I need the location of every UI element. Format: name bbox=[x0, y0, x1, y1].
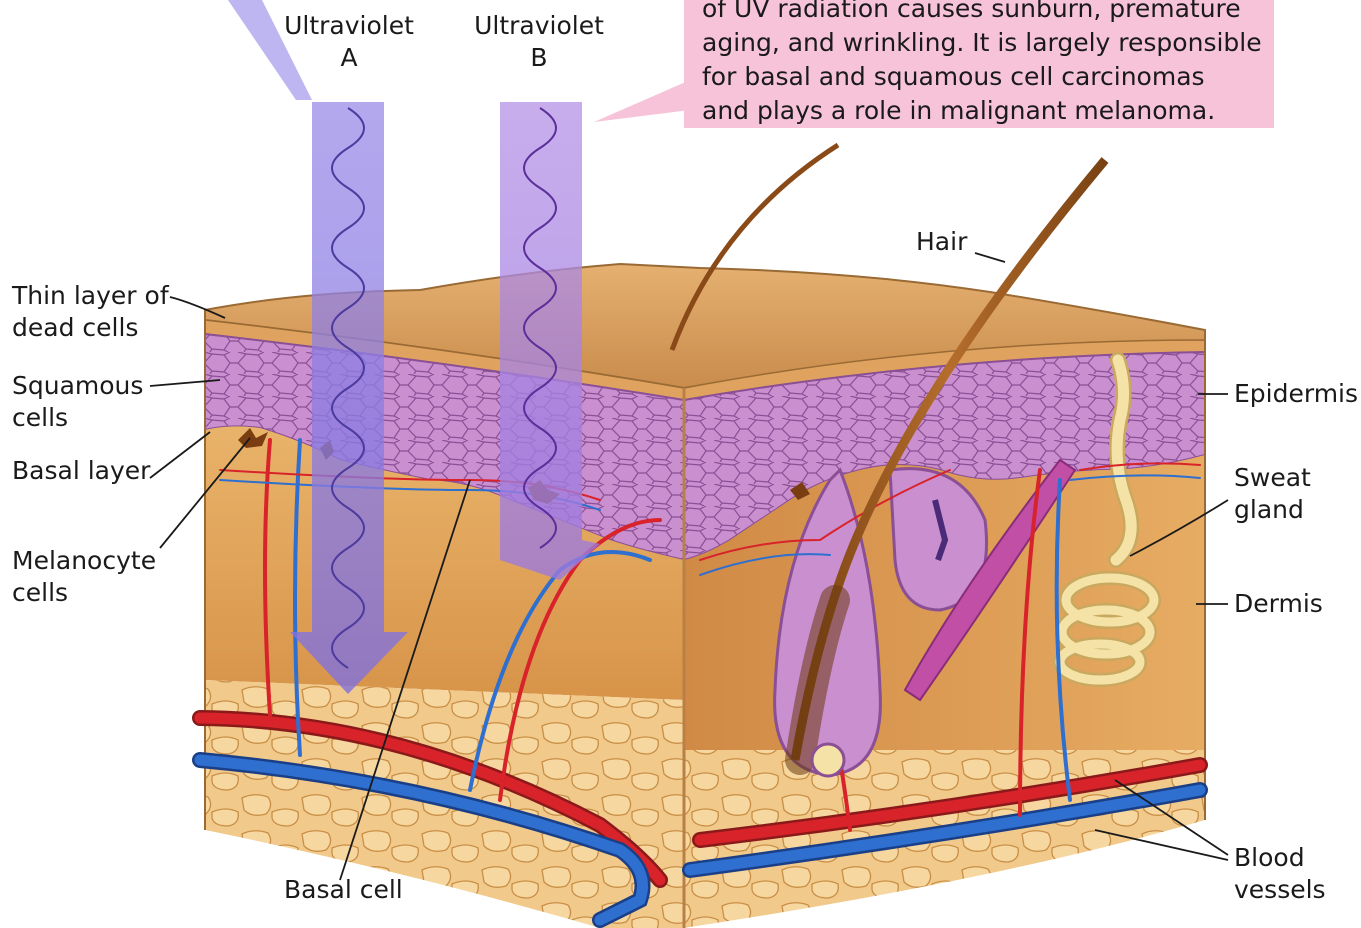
label-blood-vessels: Blood vessels bbox=[1234, 842, 1326, 906]
label-squamous-cells: Squamous cells bbox=[12, 370, 143, 434]
label-dead-cells-line-2: dead cells bbox=[12, 312, 169, 344]
uvb-label-line-1: Ultraviolet bbox=[468, 10, 610, 42]
uva-label-line-1: Ultraviolet bbox=[278, 10, 420, 42]
uva-label-line-2: A bbox=[278, 42, 420, 74]
uvb-label: Ultraviolet B bbox=[468, 10, 610, 74]
callout-line-3: for basal and squamous cell carcinomas bbox=[702, 60, 1256, 94]
label-basal-layer: Basal layer bbox=[12, 455, 150, 487]
hair-bulb bbox=[812, 744, 844, 776]
callout-line-1: of UV radiation causes sunburn, prematur… bbox=[702, 0, 1256, 26]
label-melanocyte-cells: Melanocyte cells bbox=[12, 545, 156, 609]
label-dead-cells: Thin layer of dead cells bbox=[12, 280, 169, 344]
label-sweat-gland: Sweat gland bbox=[1234, 462, 1311, 526]
label-basal-cell: Basal cell bbox=[284, 874, 403, 906]
callout-line-2: aging, and wrinkling. It is largely resp… bbox=[702, 26, 1256, 60]
label-melanocyte-line-2: cells bbox=[12, 577, 156, 609]
label-dermis: Dermis bbox=[1234, 588, 1323, 620]
uvb-label-line-2: B bbox=[468, 42, 610, 74]
label-squamous-line-1: Squamous bbox=[12, 370, 143, 402]
label-sweat-line-1: Sweat bbox=[1234, 462, 1311, 494]
label-epidermis: Epidermis bbox=[1234, 378, 1358, 410]
uva-label: Ultraviolet A bbox=[278, 10, 420, 74]
label-hair: Hair bbox=[916, 226, 967, 258]
label-sweat-line-2: gland bbox=[1234, 494, 1311, 526]
label-dead-cells-line-1: Thin layer of bbox=[12, 280, 169, 312]
callout-line-4: and plays a role in malignant melanoma. bbox=[702, 94, 1256, 128]
label-blood-line-1: Blood bbox=[1234, 842, 1326, 874]
label-melanocyte-line-1: Melanocyte bbox=[12, 545, 156, 577]
label-squamous-line-2: cells bbox=[12, 402, 143, 434]
uvb-callout-box: of UV radiation causes sunburn, prematur… bbox=[684, 0, 1274, 128]
label-blood-line-2: vessels bbox=[1234, 874, 1326, 906]
callout-pointer bbox=[594, 80, 690, 122]
